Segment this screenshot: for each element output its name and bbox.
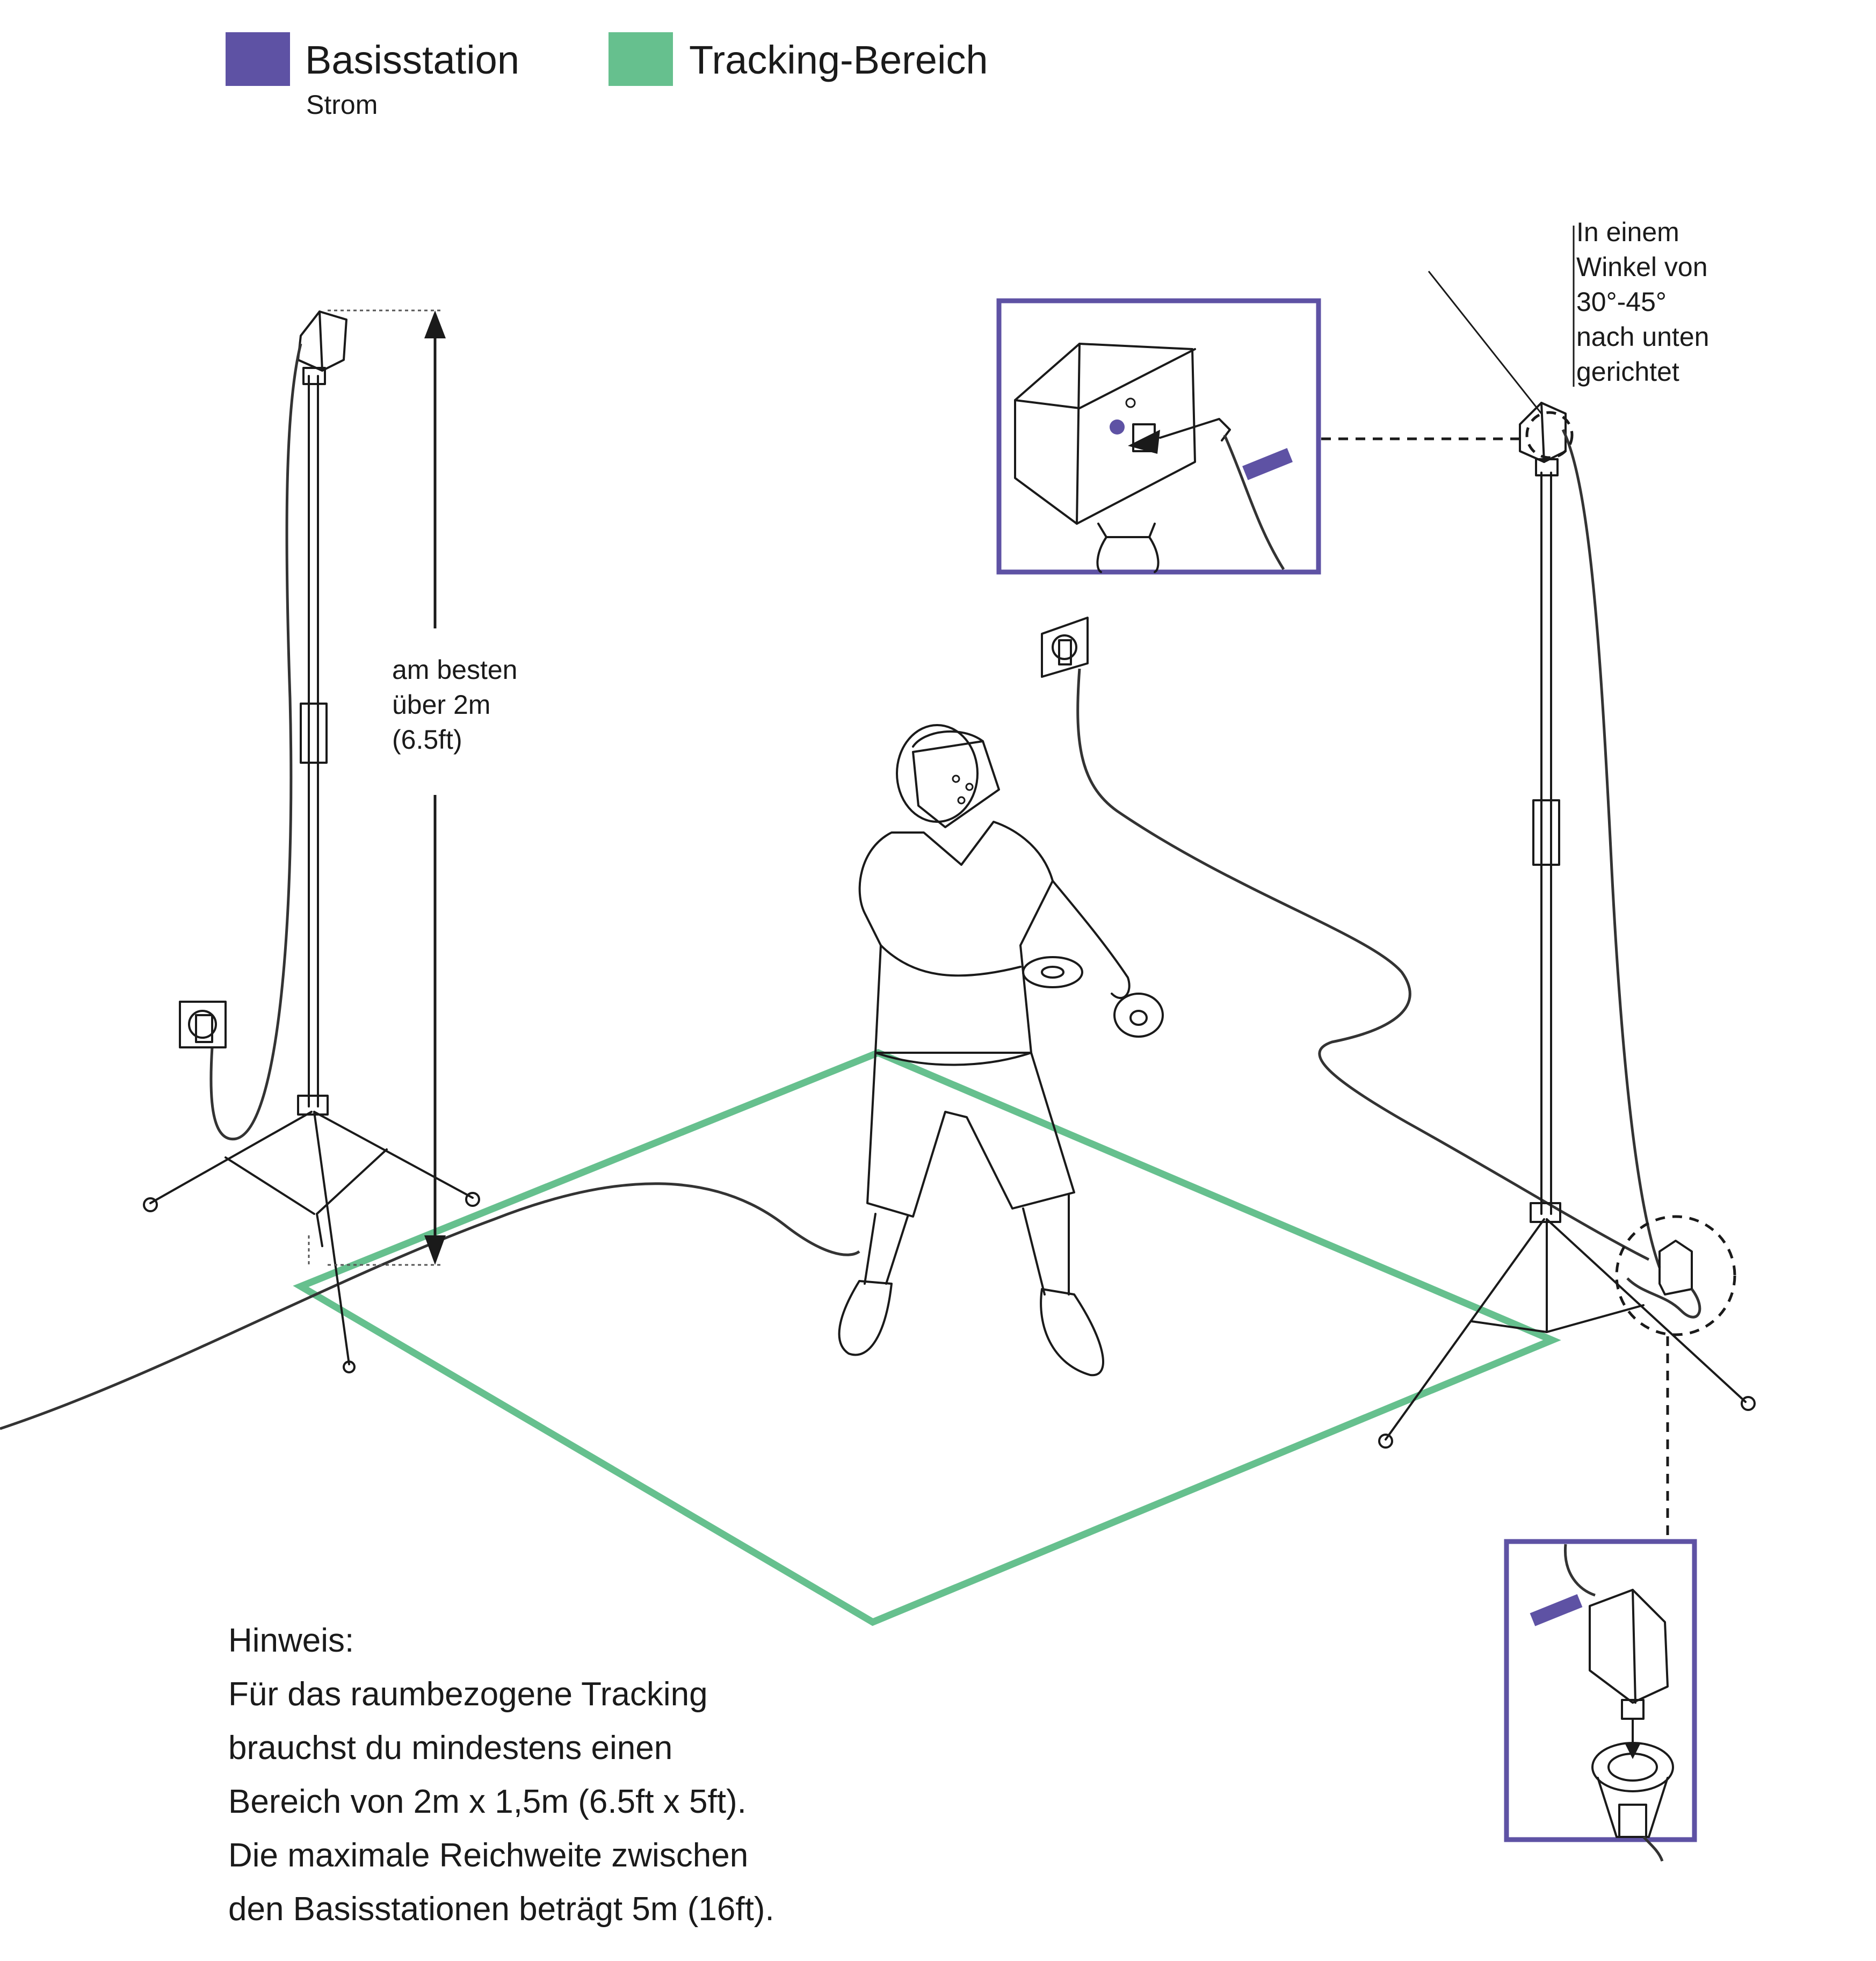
legend-label-basisstation: Basisstation <box>305 38 519 82</box>
angle-annotation-line-4: nach unten <box>1576 322 1710 352</box>
hint-line-5: den Basisstationen beträgt 5m (16ft). <box>228 1891 774 1928</box>
right-socket-cable <box>1076 668 1650 1261</box>
tracking-area <box>293 1048 1561 1626</box>
angle-annotation-line-2: Winkel von <box>1576 252 1708 282</box>
hint-line-1: Für das raumbezogene Tracking <box>228 1676 708 1713</box>
adapter-highlight <box>1615 1215 1736 1336</box>
angle-annotation: In einem Winkel von 30°-45° nach unten g… <box>1576 215 1709 389</box>
left-wall-socket-icon <box>179 1001 227 1048</box>
angle-annotation-line-5: gerichtet <box>1576 357 1679 387</box>
legend-swatch-tracking <box>609 32 673 86</box>
height-annotation: am besten über 2m (6.5ft) <box>392 653 517 757</box>
hint-line-2: brauchst du mindestens einen <box>228 1730 673 1767</box>
legend-swatch-basisstation <box>226 32 290 86</box>
angle-annotation-line-1: In einem <box>1576 217 1679 247</box>
height-annotation-line-3: (6.5ft) <box>392 725 462 755</box>
inset-power-adapter <box>1504 1539 1697 1862</box>
hint-line-4: Die maximale Reichweite zwischen <box>228 1837 749 1874</box>
angle-leader-line <box>1428 271 1542 414</box>
hint-title: Hinweis: <box>228 1622 354 1659</box>
height-arrow-icon <box>424 310 446 1265</box>
vr-user-icon <box>838 724 1164 1377</box>
height-annotation-line-1: am besten <box>392 655 518 685</box>
height-annotation-line-2: über 2m <box>392 690 491 720</box>
angle-annotation-line-3: 30°-45° <box>1576 287 1667 317</box>
power-adapter-icon <box>1626 1240 1701 1319</box>
hint-line-3: Bereich von 2m x 1,5m (6.5ft x 5ft). <box>228 1783 747 1820</box>
right-tripod-icon <box>1378 402 1756 1449</box>
legend-sublabel-strom: Strom <box>306 90 378 120</box>
base-station-highlight <box>1525 411 1574 459</box>
legend-label-tracking: Tracking-Bereich <box>689 38 988 82</box>
hint-block: Hinweis: Für das raumbezogene Tracking b… <box>228 1614 774 1936</box>
floor-cable <box>0 1182 860 1430</box>
right-base-station-icon <box>1519 402 1567 476</box>
left-base-station-icon <box>297 310 347 385</box>
inset-base-station <box>996 298 1321 575</box>
left-tripod-icon <box>143 310 480 1373</box>
right-wall-socket-icon <box>1041 617 1089 678</box>
